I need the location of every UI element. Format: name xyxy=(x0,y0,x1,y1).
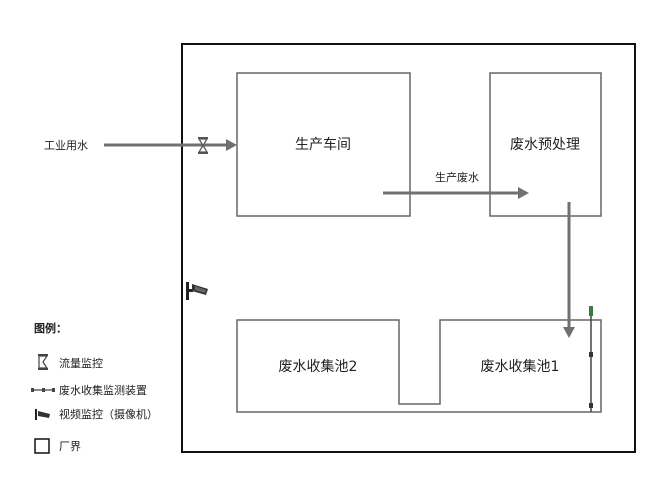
workshop-box xyxy=(236,72,411,217)
legend-item-label-flow: 流量监控 xyxy=(59,356,103,370)
production-wastewater-label: 生产废水 xyxy=(435,170,479,184)
legend-sensor-rod-icon xyxy=(31,388,55,392)
hourglass-icon xyxy=(197,137,209,154)
pool1-label: 废水收集池1 xyxy=(481,358,560,375)
legend-item-label-camera: 视频监控（摄像机） xyxy=(59,407,158,421)
industrial-water-arrowhead xyxy=(226,139,237,151)
sensor-rod-icon xyxy=(589,306,593,412)
pool2-label: 废水收集池2 xyxy=(279,358,358,375)
plant-boundary xyxy=(181,43,636,453)
legend-hourglass-icon xyxy=(38,354,49,370)
pretreatment-label: 废水预处理 xyxy=(510,137,580,153)
legend-item-label-boundary: 厂界 xyxy=(59,440,81,453)
collection-pools-outline xyxy=(236,319,602,413)
camera-icon xyxy=(186,282,208,300)
workshop-label: 生产车间 xyxy=(295,136,351,153)
legend-title: 图例： xyxy=(34,321,67,335)
legend-square-outline-icon xyxy=(34,438,50,454)
production-wastewater-arrowhead xyxy=(518,187,529,199)
industrial-water-label: 工业用水 xyxy=(44,139,88,152)
legend-item-label-sensor: 废水收集监测装置 xyxy=(59,383,147,397)
legend-camera-icon xyxy=(35,409,50,420)
pretreatment-to-pool-arrowhead xyxy=(563,327,575,338)
